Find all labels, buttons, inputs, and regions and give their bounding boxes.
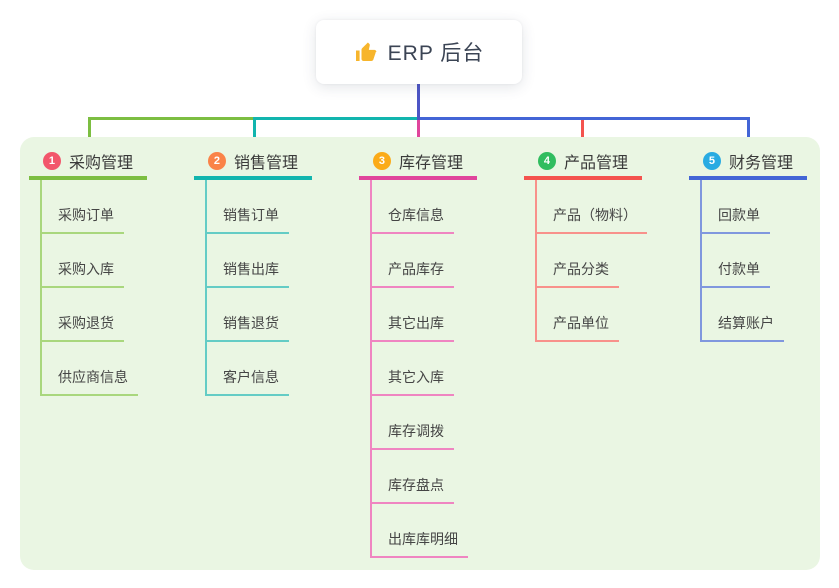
branch-children: 仓库信息 产品库存 其它出库 其它入库 库存调拨 库存盘点 出库库明细: [370, 180, 477, 558]
child-node-label: 产品单位: [537, 313, 619, 342]
branch-node-purchase-management[interactable]: 1 采购管理: [29, 145, 147, 180]
child-node-label: 结算账户: [702, 313, 784, 342]
root-node-title: ERP 后台: [387, 42, 485, 65]
child-node-product-unit[interactable]: 产品单位: [535, 288, 647, 342]
branch-node-sales-management[interactable]: 2 销售管理: [194, 145, 312, 180]
child-node-purchase-order[interactable]: 采购订单: [40, 180, 147, 234]
child-node-payment-order[interactable]: 付款单: [700, 234, 807, 288]
child-node-label: 出库库明细: [372, 529, 468, 558]
branch-title: 销售管理: [233, 154, 298, 172]
child-node-label: 回款单: [702, 205, 770, 234]
child-node-other-outbound[interactable]: 其它出库: [370, 288, 477, 342]
branch-sales-management: 2 销售管理 销售订单 销售出库 销售退货 客户信息: [194, 145, 312, 396]
child-node-purchase-inbound[interactable]: 采购入库: [40, 234, 147, 288]
branch-title: 产品管理: [563, 154, 628, 172]
child-node-label: 仓库信息: [372, 205, 454, 234]
branches-panel: 1 采购管理 采购订单 采购入库 采购退货 供应商信息 2 销售管理 销售订单 …: [20, 137, 820, 570]
child-node-label: 采购退货: [42, 313, 124, 342]
child-node-purchase-return[interactable]: 采购退货: [40, 288, 147, 342]
child-node-warehouse-info[interactable]: 仓库信息: [370, 180, 477, 234]
branch-title: 采购管理: [68, 154, 133, 172]
child-node-receipt-order[interactable]: 回款单: [700, 180, 807, 234]
branch-title: 财务管理: [728, 154, 793, 172]
child-node-label: 供应商信息: [42, 367, 138, 396]
branch-number-badge: 5: [702, 151, 721, 170]
branch-children: 销售订单 销售出库 销售退货 客户信息: [205, 180, 312, 396]
child-node-label: 其它入库: [372, 367, 454, 396]
child-node-label: 客户信息: [207, 367, 289, 396]
child-node-sales-order[interactable]: 销售订单: [205, 180, 312, 234]
branch-number-badge: 1: [42, 151, 61, 170]
child-node-label: 付款单: [702, 259, 770, 288]
root-node-erp[interactable]: ERP 后台: [316, 20, 522, 84]
branch-children: 采购订单 采购入库 采购退货 供应商信息: [40, 180, 147, 396]
child-node-label: 其它出库: [372, 313, 454, 342]
child-node-product-category[interactable]: 产品分类: [535, 234, 647, 288]
child-node-label: 库存调拨: [372, 421, 454, 450]
branch-number-badge: 2: [207, 151, 226, 170]
child-node-label: 产品库存: [372, 259, 454, 288]
child-node-label: 产品分类: [537, 259, 619, 288]
child-node-customer-info[interactable]: 客户信息: [205, 342, 312, 396]
thumbs-up-icon: [355, 42, 377, 61]
child-node-stock-transfer[interactable]: 库存调拨: [370, 396, 477, 450]
child-node-stock-count[interactable]: 库存盘点: [370, 450, 477, 504]
branch-node-product-management[interactable]: 4 产品管理: [524, 145, 642, 180]
child-node-supplier-info[interactable]: 供应商信息: [40, 342, 147, 396]
child-node-label: 采购入库: [42, 259, 124, 288]
child-node-outbound-detail[interactable]: 出库库明细: [370, 504, 477, 558]
child-node-product-stock[interactable]: 产品库存: [370, 234, 477, 288]
branch-inventory-management: 3 库存管理 仓库信息 产品库存 其它出库 其它入库 库存调拨 库存盘点 出库库…: [359, 145, 477, 558]
child-node-sales-outbound[interactable]: 销售出库: [205, 234, 312, 288]
child-node-label: 库存盘点: [372, 475, 454, 504]
branch-number-badge: 3: [372, 151, 391, 170]
child-node-label: 销售出库: [207, 259, 289, 288]
root-stem-connector: [417, 84, 420, 120]
child-node-settlement-account[interactable]: 结算账户: [700, 288, 807, 342]
child-node-product-material[interactable]: 产品（物料）: [535, 180, 647, 234]
branch-product-management: 4 产品管理 产品（物料） 产品分类 产品单位: [524, 145, 647, 342]
branch-node-inventory-management[interactable]: 3 库存管理: [359, 145, 477, 180]
child-node-label: 产品（物料）: [537, 205, 647, 234]
child-node-label: 销售退货: [207, 313, 289, 342]
branch-purchase-management: 1 采购管理 采购订单 采购入库 采购退货 供应商信息: [29, 145, 147, 396]
child-node-sales-return[interactable]: 销售退货: [205, 288, 312, 342]
branch-title: 库存管理: [398, 154, 463, 172]
branch-children: 回款单 付款单 结算账户: [700, 180, 807, 342]
child-node-label: 销售订单: [207, 205, 289, 234]
branch-number-badge: 4: [537, 151, 556, 170]
branch-children: 产品（物料） 产品分类 产品单位: [535, 180, 647, 342]
branch-finance-management: 5 财务管理 回款单 付款单 结算账户: [689, 145, 807, 342]
child-node-other-inbound[interactable]: 其它入库: [370, 342, 477, 396]
child-node-label: 采购订单: [42, 205, 124, 234]
branch-node-finance-management[interactable]: 5 财务管理: [689, 145, 807, 180]
